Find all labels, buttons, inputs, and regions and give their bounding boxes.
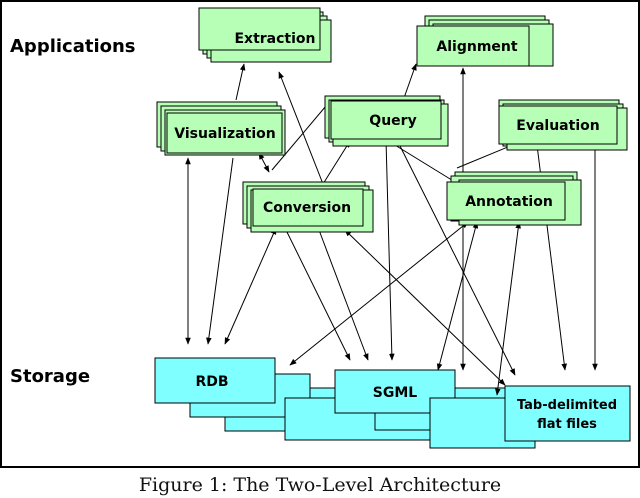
- arrow-query-alignment: [403, 63, 417, 99]
- diagram-border: [0, 0, 640, 468]
- arrow-visualization-rdb-2: [206, 157, 234, 345]
- tab-delimited-box: Tab-delimited flat files: [429, 385, 631, 449]
- arrow-query-sgml: [383, 139, 395, 361]
- visualization-box: Visualization: [156, 101, 286, 156]
- annotation-label: Annotation: [465, 194, 553, 210]
- connections: [185, 63, 598, 396]
- alignment-box: Alignment: [416, 15, 554, 67]
- conversion-box: Conversion: [242, 181, 374, 233]
- query-box: Query: [324, 95, 449, 147]
- architecture-diagram: Applications Storage RDB SGML Tab-delimi…: [0, 0, 640, 468]
- visualization-label: Visualization: [174, 126, 275, 142]
- arrow-annotation-tab-delimited: [495, 221, 521, 396]
- alignment-label: Alignment: [436, 39, 517, 55]
- arrow-conversion-sgml-2: [318, 229, 369, 361]
- arrow-conversion-rdb: [224, 227, 277, 345]
- arrow-conversion-sgml: [285, 229, 351, 361]
- arrow-visualization-extraction: [235, 63, 246, 101]
- storage-layer-label: Storage: [10, 366, 90, 387]
- arrow-annotation-query: [389, 141, 456, 183]
- annotation-box: Annotation: [446, 171, 582, 226]
- arrow-annotation-sgml: [436, 221, 479, 371]
- arrow-query-conversion: [271, 99, 332, 171]
- sgml-label: SGML: [373, 385, 418, 401]
- arrow-visualization-conversion: [258, 152, 270, 173]
- applications-layer-label: Applications: [10, 36, 136, 57]
- arrow-conversion-extraction: [278, 71, 324, 185]
- arrow-annotation-evaluation: [456, 143, 516, 169]
- arrow-annotation-rdb: [289, 221, 469, 366]
- query-label: Query: [369, 113, 416, 129]
- tab-delimited-label-line2: flat files: [537, 417, 597, 432]
- evaluation-label: Evaluation: [516, 118, 599, 134]
- conversion-label: Conversion: [263, 200, 351, 216]
- figure-caption: Figure 1: The Two-Level Architecture: [138, 474, 502, 496]
- arrow-conversion-query: [322, 140, 351, 185]
- extraction-label: Extraction: [234, 31, 315, 47]
- rdb-label: RDB: [195, 374, 228, 390]
- extraction-box: Extraction: [198, 7, 332, 63]
- tab-delimited-label-line1: Tab-delimited: [517, 398, 617, 413]
- evaluation-box: Evaluation: [498, 99, 628, 151]
